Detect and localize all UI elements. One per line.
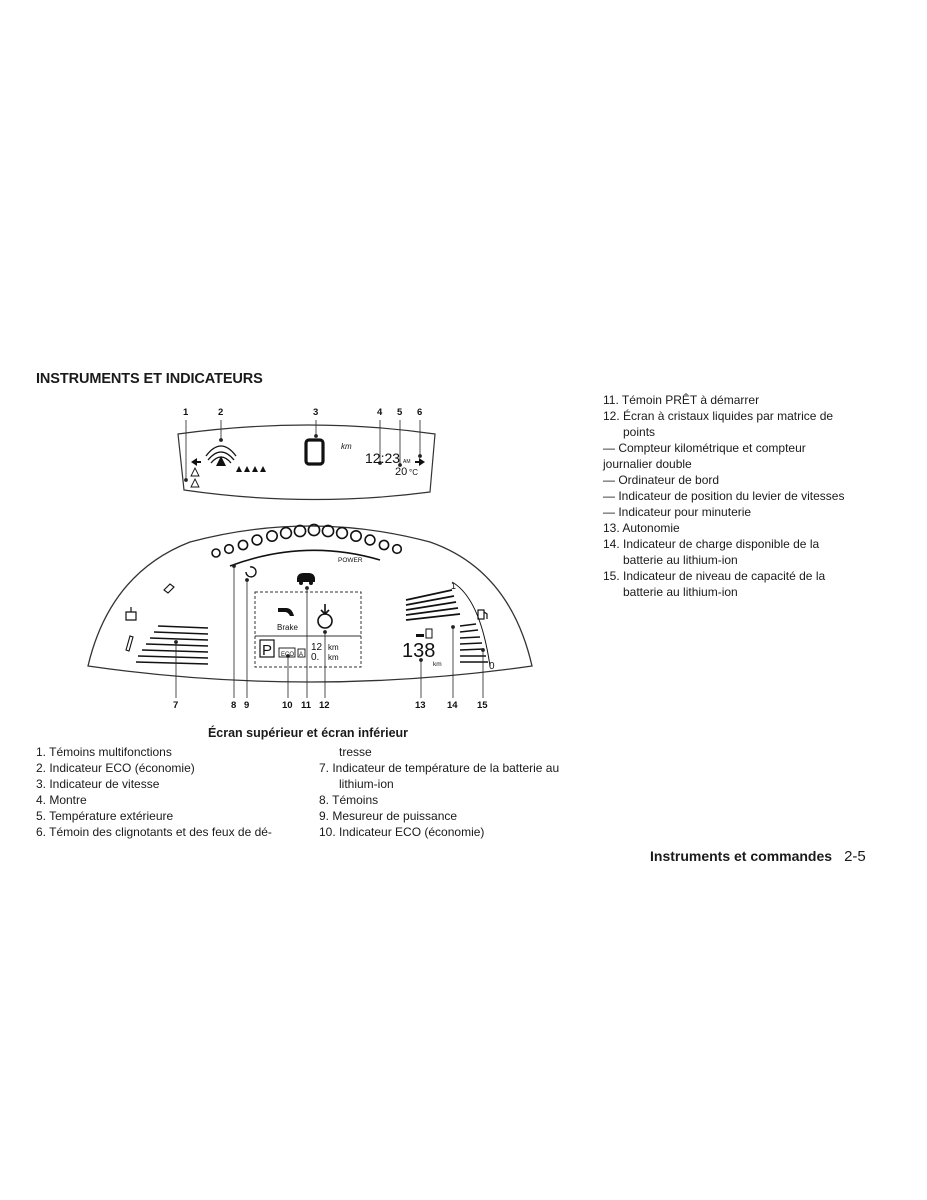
speed-unit: km bbox=[341, 442, 352, 451]
legend-item: 2. Indicateur ECO (économie) bbox=[36, 761, 195, 775]
legend-item: tresse bbox=[339, 745, 372, 759]
callout-3: 3 bbox=[313, 407, 318, 418]
legend-item: 9. Mesureur de puissance bbox=[319, 809, 458, 823]
legend-item: 7. Indicateur de température de la batte… bbox=[319, 761, 560, 775]
odometer-line-2: 0. bbox=[311, 652, 319, 663]
legend-item: 5. Température extérieure bbox=[36, 809, 174, 823]
gauge-empty-label: 0 bbox=[489, 661, 495, 672]
callout-4: 4 bbox=[377, 407, 383, 418]
callout-2: 2 bbox=[218, 407, 223, 418]
range-value: 138 bbox=[402, 640, 435, 662]
callout-9: 9 bbox=[244, 700, 249, 711]
eco-tree-icon bbox=[205, 445, 237, 466]
footer-title: Instruments et commandes bbox=[650, 848, 833, 864]
small-indicator-icon bbox=[125, 583, 175, 652]
plug-small-icon bbox=[416, 628, 433, 639]
legend-list-left: 1. Témoins multifonctions 2. Indicateur E… bbox=[36, 744, 272, 840]
legend-item: batterie au lithium-ion bbox=[623, 553, 738, 567]
callout-1: 1 bbox=[183, 407, 189, 418]
range-unit: km bbox=[433, 661, 442, 668]
legend-item: 12. Écran à cristaux liquides par matric… bbox=[603, 409, 834, 423]
legend-item: batterie au lithium-ion bbox=[623, 585, 738, 599]
outside-temp: 20 bbox=[395, 466, 407, 478]
callout-14: 14 bbox=[447, 700, 458, 711]
legend-item: — Ordinateur de bord bbox=[603, 473, 720, 487]
power-meter-arc bbox=[229, 549, 381, 567]
figure-caption: Écran supérieur et écran inférieur bbox=[207, 726, 409, 740]
power-label: POWER bbox=[338, 557, 363, 564]
legend-item: 6. Témoin des clignotants et des feux de… bbox=[36, 825, 272, 839]
legend-item: 1. Témoins multifonctions bbox=[36, 745, 172, 759]
odometer-unit-1: km bbox=[328, 643, 339, 652]
callout-7: 7 bbox=[173, 700, 178, 711]
ready-indicator-icon bbox=[245, 566, 257, 578]
clock-ampm: AM bbox=[403, 459, 411, 465]
callout-6: 6 bbox=[417, 407, 422, 418]
odometer-line-1: 12 bbox=[311, 642, 323, 653]
page-footer: Instruments et commandes 2-5 bbox=[650, 848, 866, 865]
lcd-dot-matrix-box bbox=[254, 591, 362, 668]
speed-digit bbox=[304, 438, 325, 466]
legend-item: — Indicateur pour minuterie bbox=[603, 505, 752, 519]
callout-11: 11 bbox=[301, 700, 312, 711]
legend-item: 4. Montre bbox=[36, 793, 87, 807]
callout-10: 10 bbox=[282, 700, 293, 711]
legend-item: 13. Autonomie bbox=[603, 521, 680, 535]
legend-list-right: 11. Témoin PRÊT à démarrer 12. Écran à cr… bbox=[603, 392, 844, 600]
legend-item: 15. Indicateur de niveau de capacité de … bbox=[603, 569, 826, 583]
charge-plug-icon bbox=[125, 607, 137, 621]
section-title: INSTRUMENTS ET INDICATEURS bbox=[36, 371, 263, 387]
clock-display: 12:23 bbox=[365, 450, 400, 466]
capacity-gauge-arc bbox=[451, 581, 491, 667]
a-tag-box bbox=[297, 648, 306, 658]
gear-box bbox=[259, 639, 275, 658]
battery-capacity-bars bbox=[405, 589, 461, 621]
callouts-top: 1 2 3 4 5 6 bbox=[183, 407, 422, 418]
page-number: 2-5 bbox=[844, 848, 866, 865]
instrument-diagram: 1 2 3 4 5 6 bbox=[87, 407, 533, 711]
legend-item: 3. Indicateur de vitesse bbox=[36, 777, 160, 791]
brake-icon bbox=[278, 608, 294, 616]
gauge-full-label: 1 bbox=[451, 581, 456, 591]
fuel-pump-icon bbox=[477, 609, 488, 620]
callout-13: 13 bbox=[415, 700, 426, 711]
callout-15: 15 bbox=[477, 700, 488, 711]
legend-item: 11. Témoin PRÊT à démarrer bbox=[603, 393, 760, 407]
legend-item: journalier double bbox=[603, 457, 692, 471]
legend-item: 10. Indicateur ECO (économie) bbox=[319, 825, 485, 839]
upper-display-outline bbox=[177, 424, 436, 501]
power-meter-circles bbox=[211, 523, 403, 558]
legend-item: — Indicateur de position du levier de vi… bbox=[603, 489, 845, 503]
warning-triangle-icon bbox=[190, 466, 200, 488]
lower-display-outline bbox=[87, 525, 533, 683]
left-turn-arrow-icon bbox=[191, 458, 201, 466]
legend-item: points bbox=[623, 425, 656, 439]
a-tag: A bbox=[299, 652, 303, 658]
callouts-bottom: 7 8 9 10 11 12 13 14 15 bbox=[173, 700, 488, 711]
plug-in-indicator-icon bbox=[317, 604, 333, 629]
leader-lines-bottom bbox=[174, 564, 485, 698]
legend-item: — Compteur kilométrique et compteur bbox=[603, 441, 806, 455]
battery-temp-bars bbox=[135, 625, 209, 665]
battery-charge-bars bbox=[459, 623, 488, 663]
legend-item: lithium-ion bbox=[339, 777, 394, 791]
callout-8: 8 bbox=[231, 700, 236, 711]
odometer-unit-2: km bbox=[328, 653, 339, 662]
right-turn-arrow-icon bbox=[415, 458, 425, 466]
eco-small-trees-icon bbox=[236, 466, 266, 472]
car-icon bbox=[297, 573, 315, 585]
instrument-figure: 1 2 3 4 5 6 bbox=[80, 398, 540, 718]
gear-position: P bbox=[262, 642, 272, 659]
legend-item: 8. Témoins bbox=[319, 793, 379, 807]
leader-lines-top bbox=[184, 420, 422, 482]
legend-item: 14. Indicateur de charge disponible de l… bbox=[603, 537, 820, 551]
outside-temp-unit: °C bbox=[409, 468, 418, 477]
callout-5: 5 bbox=[397, 407, 403, 418]
legend-list-middle: tresse 7. Indicateur de température de la… bbox=[319, 744, 559, 840]
brake-label: Brake bbox=[277, 623, 298, 632]
callout-12: 12 bbox=[319, 700, 330, 711]
